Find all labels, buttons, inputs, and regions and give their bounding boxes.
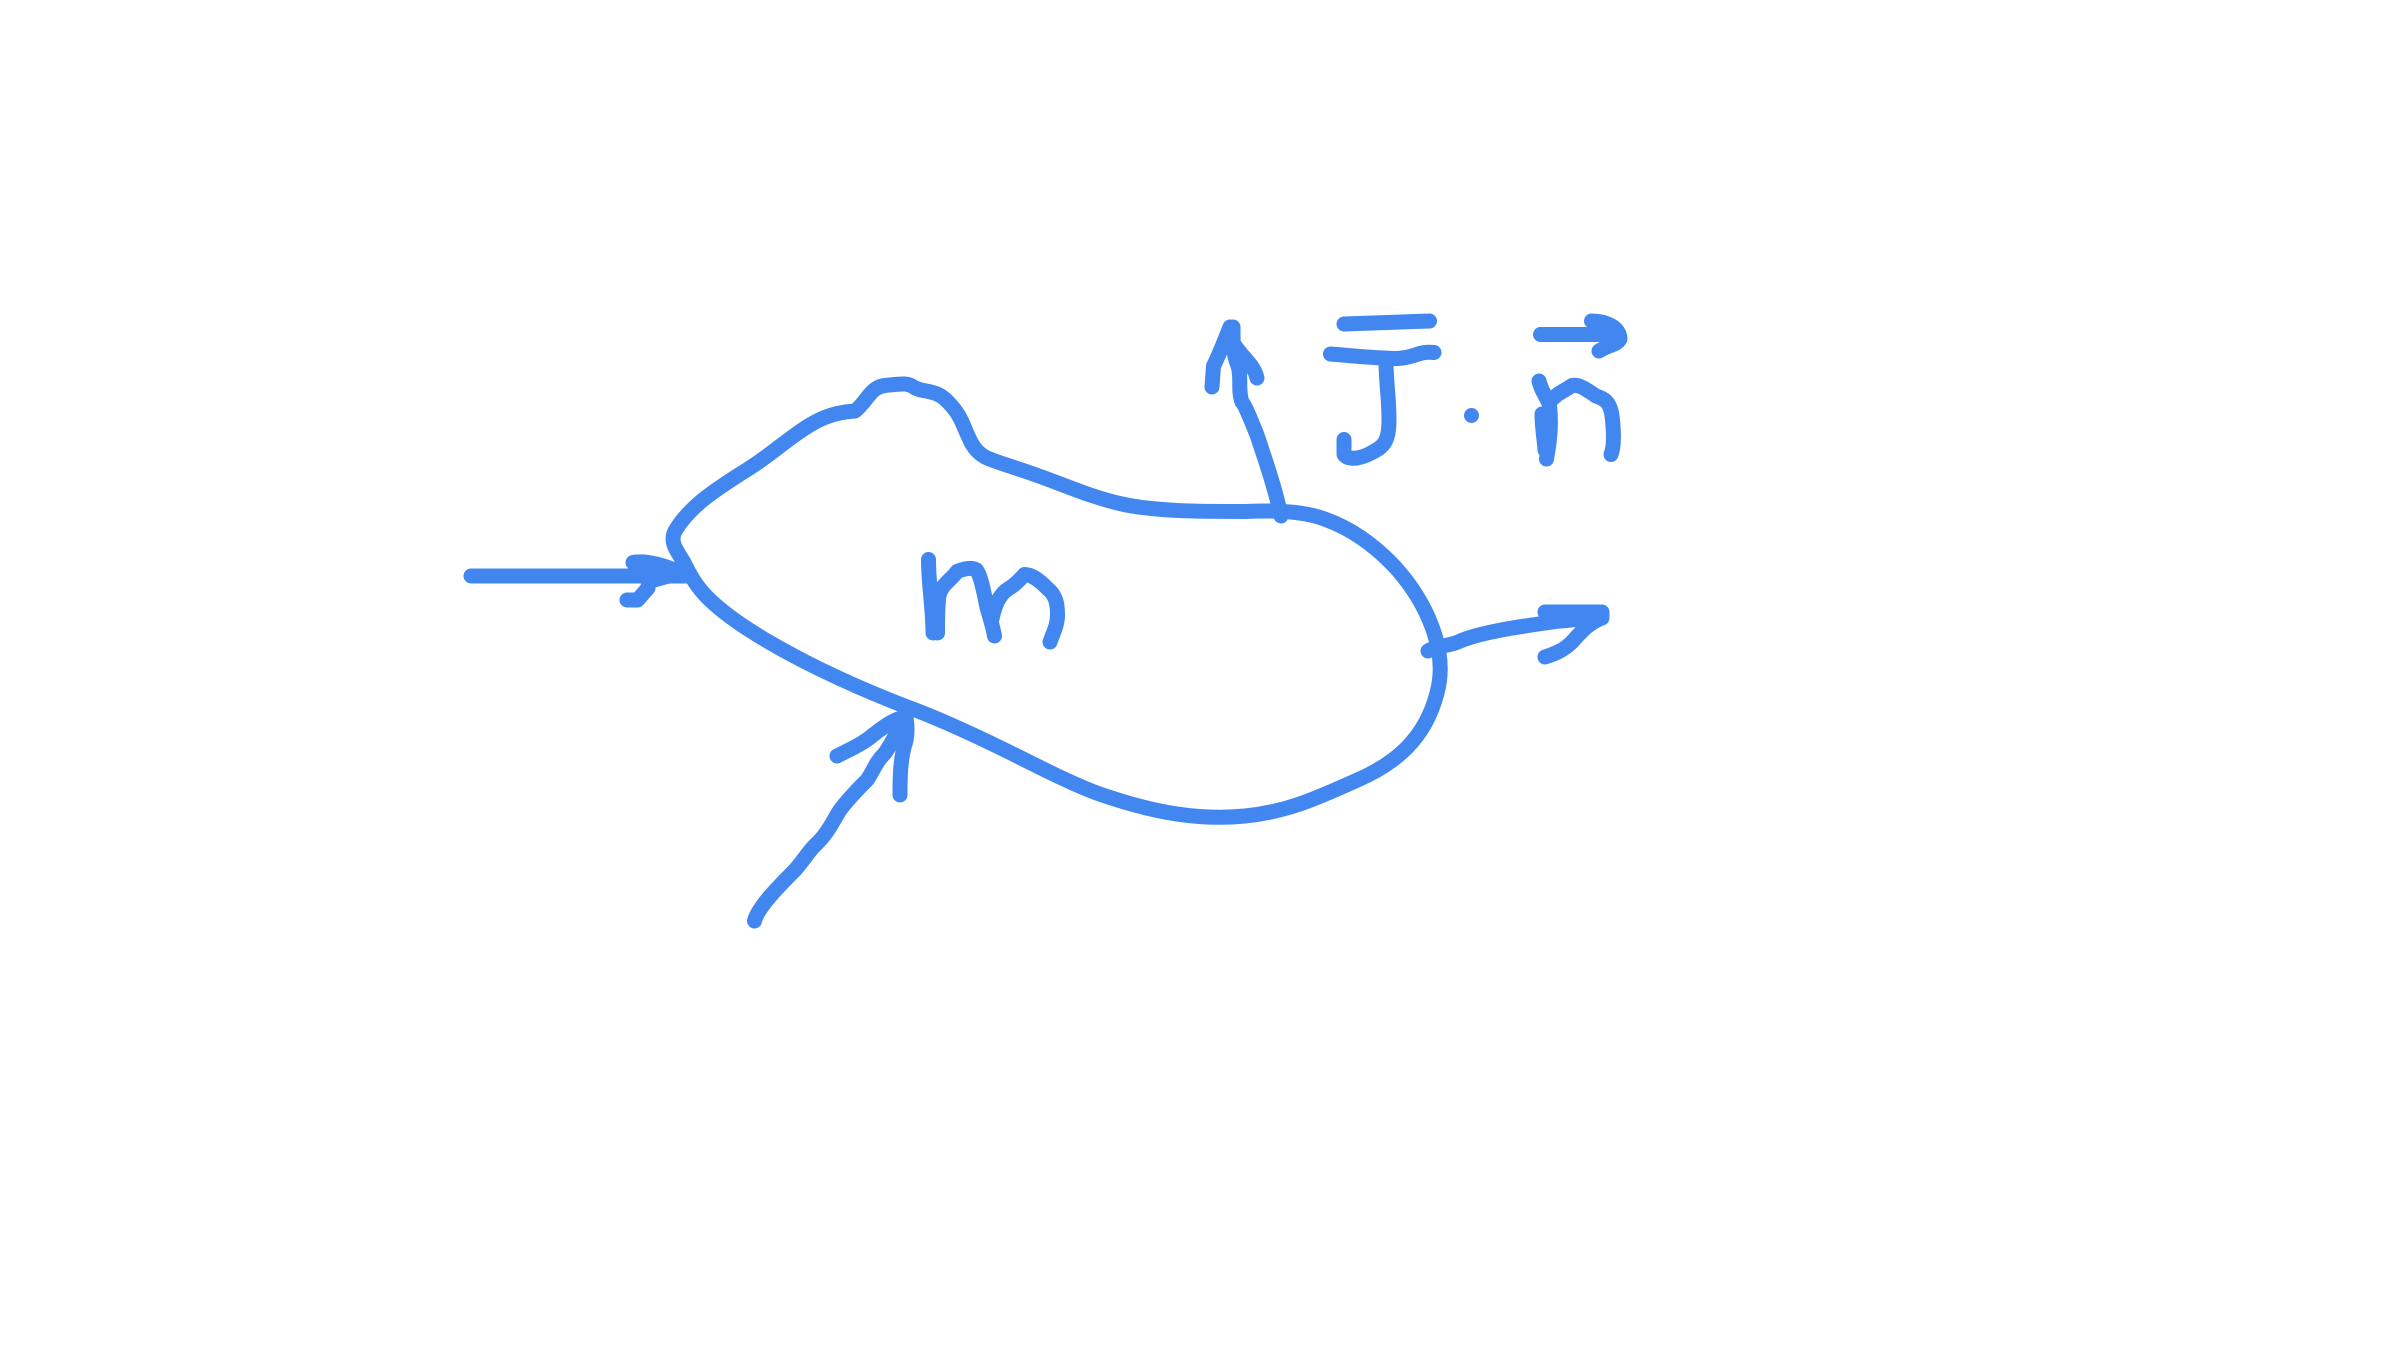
flux-label-J bbox=[1323, 313, 1442, 466]
flux-label-vector-arrow bbox=[1533, 313, 1628, 359]
mass-label-m bbox=[921, 552, 1065, 650]
inflow-arrow-left bbox=[463, 554, 695, 608]
outflow-arrow-top bbox=[1204, 319, 1289, 524]
inflow-arrow-bottom bbox=[747, 709, 915, 929]
flux-label-n bbox=[1531, 373, 1621, 467]
outflow-arrow-right bbox=[1420, 604, 1610, 665]
flux-label-dot bbox=[1464, 408, 1479, 423]
control-volume-outline bbox=[665, 376, 1448, 825]
